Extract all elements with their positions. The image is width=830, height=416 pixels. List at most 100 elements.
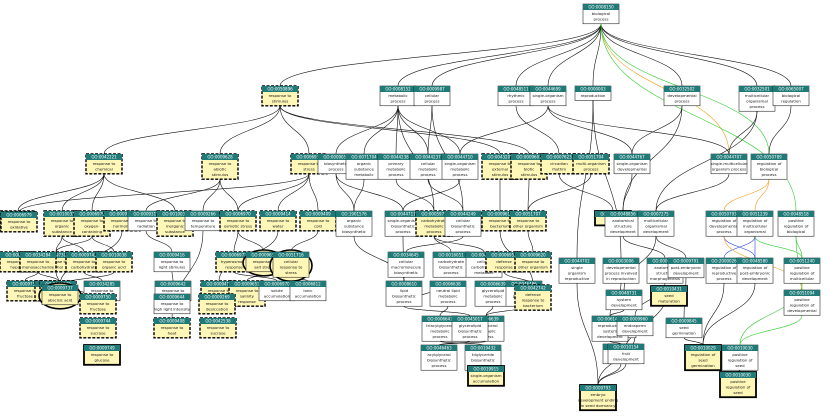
go-term-node-cellbio[interactable]: GO:0034645cellularmacromoleculebiosynthe… xyxy=(387,251,425,278)
edge-neut-to-tria xyxy=(439,306,449,317)
go-term-node-orgcarb[interactable]: GO:0016051carbohydratebiosyntheticproces… xyxy=(432,251,470,278)
node-header xyxy=(647,258,683,264)
go-id-label: GO:0010029 xyxy=(690,346,716,351)
term-name-line: stimulus xyxy=(492,172,508,177)
term-name-line: response to xyxy=(518,161,541,166)
go-id-label: GO:0000003 xyxy=(580,87,606,92)
go-term-node-anatdev[interactable]: GO:0009653anatomicalstructuremorphogenes… xyxy=(646,257,684,284)
go-term-node-acylbio[interactable]: GO:0046463acylglycerolbiosyntheticproces… xyxy=(420,344,458,371)
go-term-node-mdev[interactable]: GO:0007275multicellularorganismaldevelop… xyxy=(637,210,675,237)
term-name-line: response to xyxy=(236,288,259,293)
node-header xyxy=(216,252,252,258)
go-id-label: GO:0010154 xyxy=(613,345,639,350)
go-term-node-glycbio[interactable]: GO:0045017glycerolipidbiosyntheticproces… xyxy=(451,315,489,342)
term-name-line: process xyxy=(397,299,412,304)
term-name-line: bacterium xyxy=(490,223,510,228)
go-term-node-smbio[interactable]: GO:0044711single-organismbiosyntheticpro… xyxy=(384,210,422,237)
term-name-line: substance xyxy=(52,229,73,234)
edge-regrepro-to-regseed xyxy=(702,283,725,346)
go-id-label: GO:0009607 xyxy=(516,155,542,160)
node-header xyxy=(154,294,190,300)
edge-rchem-to-rinorg xyxy=(103,173,176,212)
go-id-label: GO:0009058 xyxy=(323,155,349,160)
go-term-node-smet[interactable]: GO:0044710single-organismmetabolicproces… xyxy=(441,153,479,180)
node-header xyxy=(433,252,469,258)
term-name-line: acylglycerol xyxy=(427,352,450,357)
